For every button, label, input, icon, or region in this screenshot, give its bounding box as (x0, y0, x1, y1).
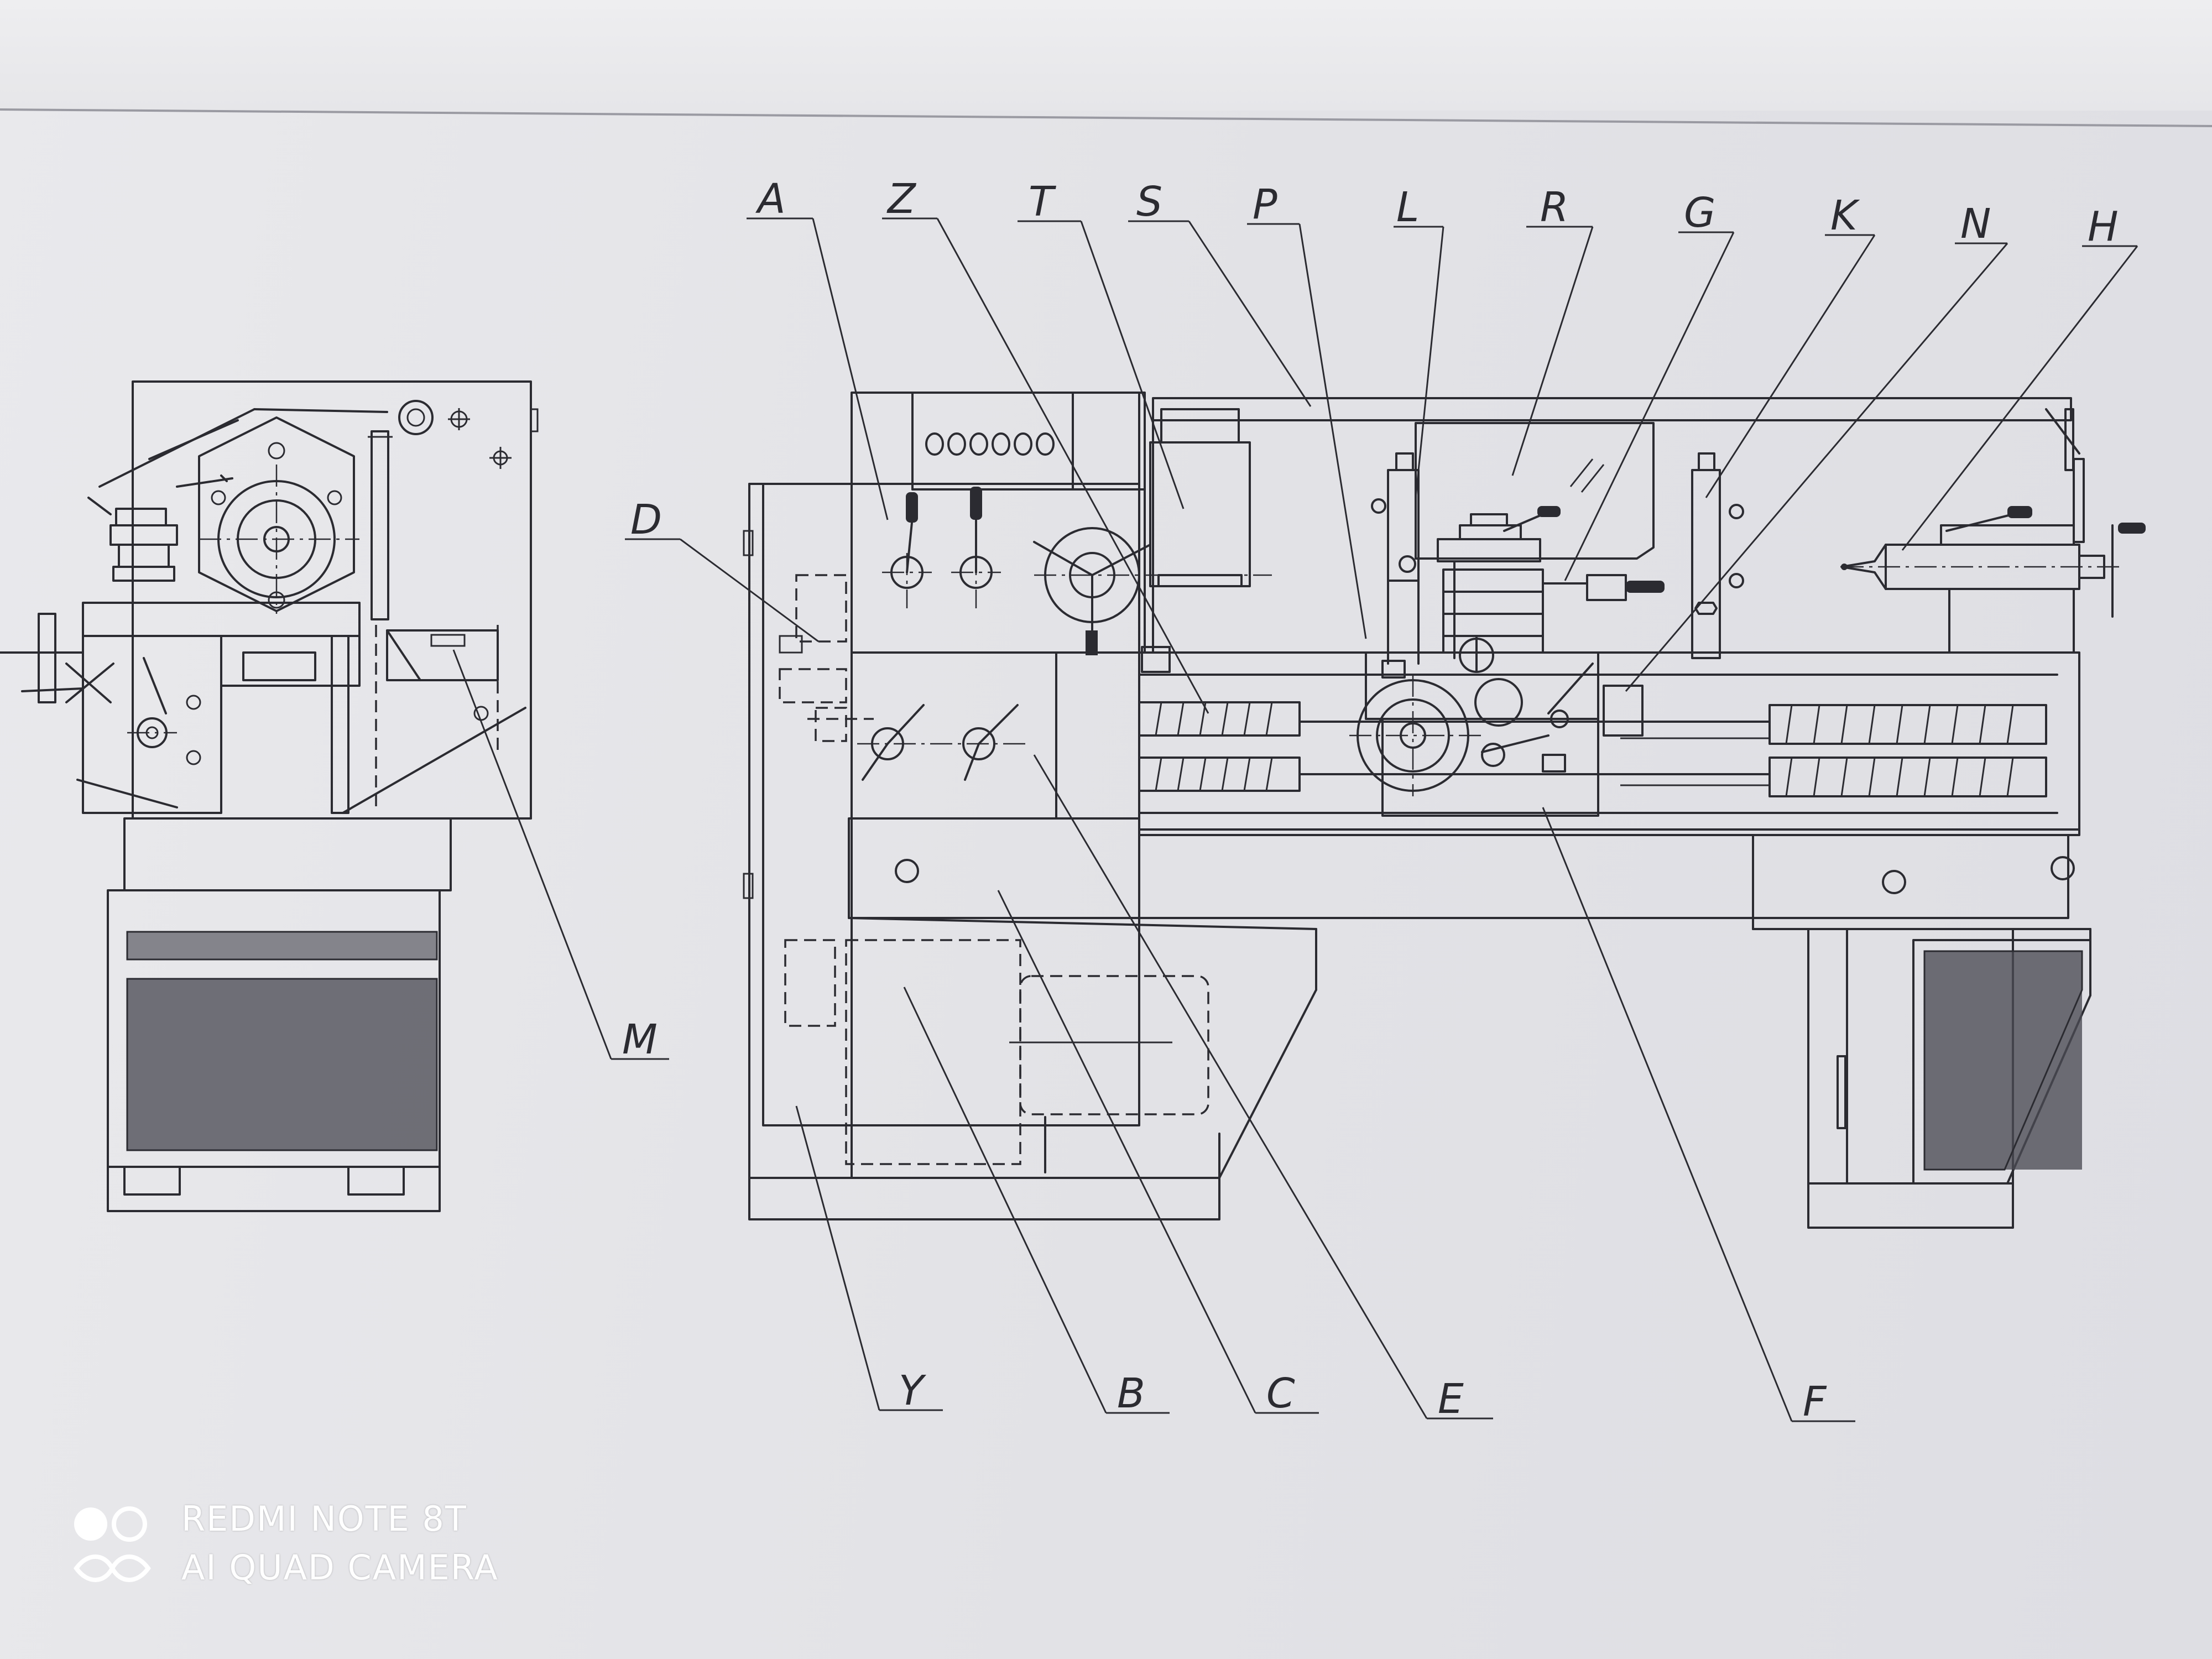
camera-watermark: REDMI NOTE 8T AI QUAD CAMERA (71, 1494, 557, 1605)
bellows-left (1138, 701, 1301, 792)
label-a: A (755, 175, 786, 223)
bellows-right (1768, 704, 2047, 797)
label-c: C (1266, 1370, 1295, 1417)
top-guard-rail (1152, 397, 2072, 421)
chip-guard-r (1415, 422, 1655, 560)
carriage-tool-post (1437, 506, 1665, 654)
tailstock (1840, 458, 2146, 654)
leader-lines (452, 217, 2138, 1422)
spindle-chuck (1033, 527, 1272, 655)
paper-fold-line (0, 108, 2212, 127)
side-vent-lower (127, 979, 437, 1150)
right-pedestal (1807, 928, 2091, 1229)
watermark-model: REDMI NOTE 8T (181, 1499, 467, 1539)
part-labels: A Z T S P L R G K N H D M Y B C E F (622, 175, 2119, 1426)
lathe-side-view (0, 380, 539, 1212)
label-m: M (622, 1016, 658, 1063)
apron-handwheel (1349, 675, 1482, 796)
headstock-cabinet (762, 483, 1140, 1126)
apron (1381, 718, 1599, 817)
side-vent-upper (127, 932, 437, 959)
label-e: E (1438, 1375, 1464, 1423)
indicator-lights (925, 432, 1055, 456)
t-box (1149, 441, 1251, 587)
label-g: G (1684, 189, 1715, 237)
speed-levers (882, 487, 1001, 608)
label-l: L (1396, 184, 1419, 231)
side-cabinet-top (123, 817, 452, 891)
label-y: Y (899, 1367, 927, 1415)
side-chuck (198, 416, 359, 614)
label-r: R (1540, 184, 1568, 231)
label-s: S (1136, 178, 1162, 226)
label-d: D (630, 496, 662, 544)
pedestal-vent (1924, 951, 2082, 1170)
side-tool-post (87, 474, 233, 582)
label-f: F (1803, 1378, 1827, 1426)
lathe-front-view (743, 392, 2146, 1229)
label-n: N (1960, 200, 1991, 248)
feed-levers (857, 704, 1029, 781)
label-b: B (1117, 1370, 1145, 1417)
label-h: H (2088, 203, 2119, 251)
label-z: Z (886, 175, 917, 223)
label-p: P (1253, 181, 1277, 228)
paper-top-edge (0, 0, 2212, 111)
headstock-top (851, 392, 1146, 654)
watermark-camera: AI QUAD CAMERA (181, 1547, 499, 1588)
quad-camera-logo-icon (74, 1506, 151, 1582)
label-k: K (1830, 192, 1860, 239)
label-t: T (1029, 178, 1057, 226)
